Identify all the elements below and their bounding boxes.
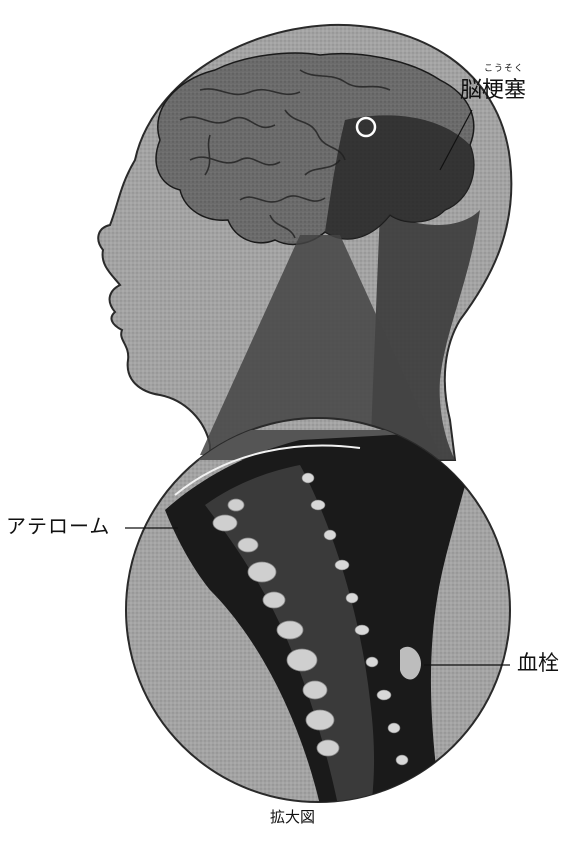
infarct-reading: こうそく: [484, 61, 524, 74]
atheroma-label: アテローム: [6, 516, 110, 536]
cerebral-infarction-label: 脳梗塞: [460, 80, 526, 102]
magnified-view-caption: 拡大図: [270, 810, 315, 825]
magnified-circle: [126, 418, 510, 805]
thrombus-label: 血栓: [517, 653, 559, 674]
